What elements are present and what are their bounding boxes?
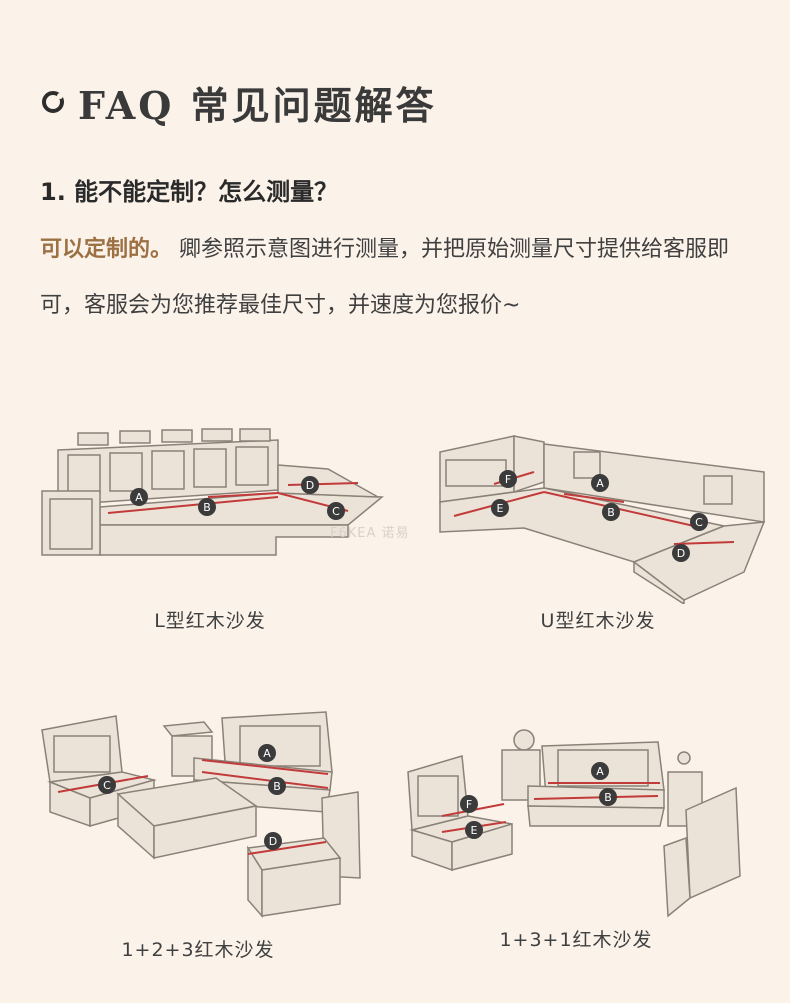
l-sofa-diagram: A B C D [38,425,388,575]
marker-a: A [135,491,143,504]
u-sofa-caption: U型红木沙发 [540,610,656,632]
marker-b: B [607,506,615,519]
marker-b: B [604,791,612,804]
marker-f: F [505,473,511,486]
answer-text: 卿参照示意图进行测量，并把原始测量尺寸提供给客服即可，客服会为您推荐最佳尺寸，并… [40,237,730,318]
watermark: F6KEA 诺易 [330,526,410,541]
set-131-diagram: A B E F [402,726,752,922]
marker-c: C [695,516,703,529]
ring-icon [42,91,64,113]
marker-c: C [332,505,340,518]
marker-f: F [466,798,472,811]
faq-question: 1. 能不能定制？怎么测量？ [40,178,339,206]
marker-d: D [306,479,314,492]
set-123-diagram: A B C D [36,708,372,938]
l-sofa-caption: L型红木沙发 [154,610,266,632]
marker-d: D [677,547,685,560]
marker-b: B [203,501,211,514]
marker-a: A [263,747,271,760]
marker-a: A [596,765,604,778]
answer-highlight: 可以定制的。 [40,237,173,262]
set-123-caption: 1+2+3红木沙发 [121,939,275,961]
section-header: FAQ 常见问题解答 [40,80,437,128]
set-131-caption: 1+3+1红木沙发 [499,929,653,951]
faq-answer: 可以定制的。 卿参照示意图进行测量，并把原始测量尺寸提供给客服即可，客服会为您推… [40,222,758,334]
marker-e: E [471,824,478,837]
marker-e: E [497,502,504,515]
page-title: FAQ 常见问题解答 [78,82,437,128]
marker-d: D [269,835,277,848]
u-sofa-diagram: A B C D E F [434,432,770,604]
marker-a: A [596,477,604,490]
marker-c: C [103,779,111,792]
marker-b: B [273,780,281,793]
